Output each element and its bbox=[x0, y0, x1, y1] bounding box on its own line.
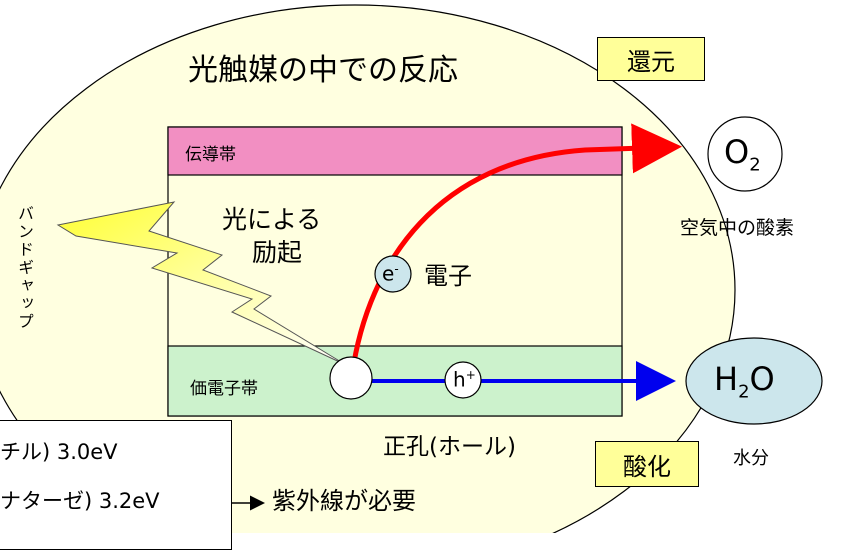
diagram-title: 光触媒の中での反応 bbox=[188, 53, 458, 88]
uv-required-label: 紫外線が必要 bbox=[272, 487, 416, 515]
info-line2: ナターゼ) 3.2eV bbox=[0, 489, 160, 513]
water-ellipse bbox=[685, 337, 823, 425]
oxidation-tag: 酸化 bbox=[595, 441, 699, 487]
valence-band-label: 価電子帯 bbox=[190, 379, 258, 399]
vacancy-circle bbox=[329, 356, 373, 400]
electron-arrow bbox=[349, 123, 682, 376]
water-label: 水分 bbox=[733, 448, 769, 469]
hole-label: 正孔(ホール) bbox=[383, 434, 516, 460]
info-line1: チル) 3.0eV bbox=[0, 440, 118, 464]
oxidation-tag-text: 酸化 bbox=[623, 452, 671, 481]
electron-circle bbox=[374, 255, 412, 293]
hole-symbol: h+ bbox=[453, 367, 476, 392]
conduction-band bbox=[167, 126, 623, 176]
electron-symbol: e- bbox=[382, 261, 399, 286]
bandgap-info-box bbox=[0, 420, 232, 550]
reduction-tag: 還元 bbox=[597, 37, 705, 81]
excitation-line1: 光による bbox=[222, 205, 322, 234]
lightning-bolt bbox=[56, 201, 347, 366]
photocatalyst-diagram bbox=[0, 4, 823, 533]
conduction-band-label: 伝導帯 bbox=[185, 145, 236, 165]
water-symbol: H2O bbox=[714, 360, 775, 403]
oxygen-symbol: O2 bbox=[724, 133, 761, 176]
oxygen-label: 空気中の酸素 bbox=[680, 217, 795, 239]
reduction-tag-text: 還元 bbox=[627, 47, 675, 76]
bandgap-label: バンドギャップ bbox=[15, 205, 34, 331]
electron-label: 電子 bbox=[424, 262, 472, 290]
hole-circle bbox=[444, 361, 482, 399]
excitation-line2: 励起 bbox=[252, 238, 303, 267]
oxygen-circle bbox=[707, 116, 783, 192]
